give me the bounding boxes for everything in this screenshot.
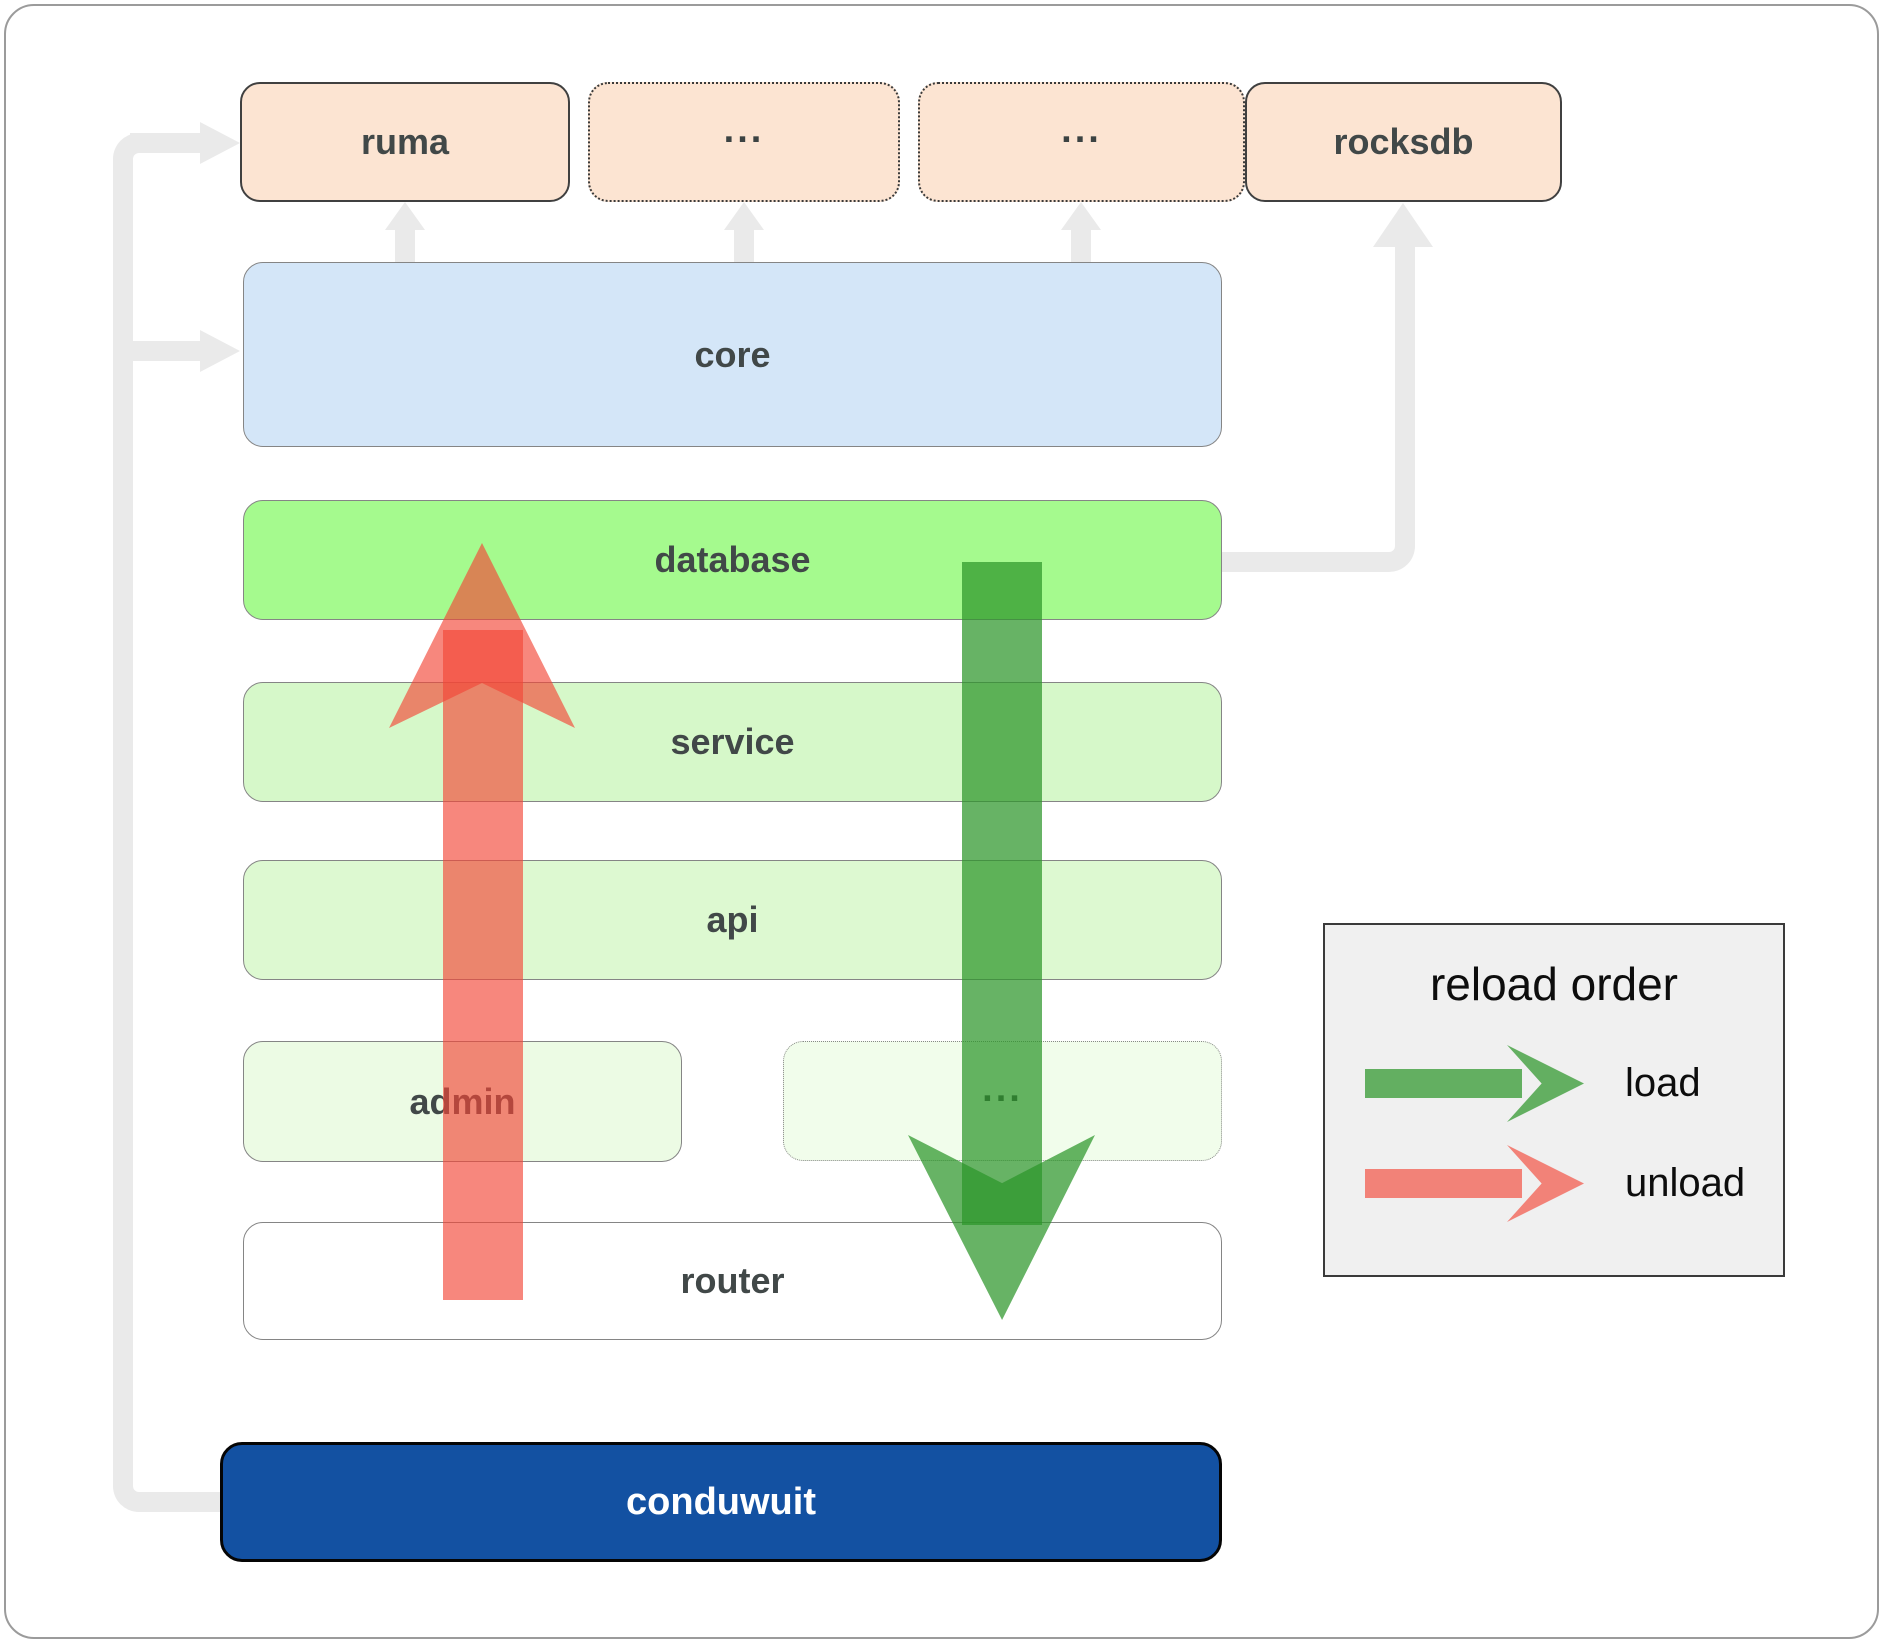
diagram-frame: [4, 4, 1879, 1639]
box-ellipsis-2: ...: [918, 82, 1245, 202]
connector-conduwuit-stub: [195, 1492, 220, 1512]
box-ellipsis-1: ...: [588, 82, 900, 202]
box-api: api: [243, 860, 1222, 980]
box-database: database: [243, 500, 1222, 620]
box-router: router: [243, 1222, 1222, 1340]
box-core: core: [243, 262, 1222, 447]
box-ellipsis-1-label: ...: [723, 108, 765, 151]
connector-branch-to-ruma: [130, 133, 202, 153]
connector-conduwuit-left-elbow: [113, 133, 203, 1512]
box-conduwuit-label: conduwuit: [626, 1480, 816, 1523]
connector-core-to-more2: [1071, 228, 1091, 264]
box-rocksdb-label: rocksdb: [1333, 121, 1474, 162]
box-core-label: core: [694, 333, 771, 375]
legend: reload order load unload: [1323, 923, 1785, 1277]
connector-core-to-ruma: [395, 228, 415, 264]
connector-branch-to-core: [130, 341, 202, 361]
box-rocksdb: rocksdb: [1245, 82, 1562, 202]
legend-load-label: load: [1625, 1061, 1701, 1105]
box-conduwuit: conduwuit: [220, 1442, 1222, 1562]
box-ellipsis-2-label: ...: [1061, 108, 1102, 151]
box-api-label: api: [706, 899, 759, 940]
legend-load-arrow-shaft: [1365, 1069, 1522, 1098]
box-router-label: router: [680, 1260, 785, 1301]
unload-arrow-shaft: [443, 630, 523, 1300]
box-database-label: database: [654, 539, 811, 580]
legend-title: reload order: [1429, 958, 1679, 1010]
legend-unload-arrow-shaft: [1365, 1169, 1522, 1198]
box-ruma: ruma: [240, 82, 570, 202]
box-service: service: [243, 682, 1222, 802]
connector-database-to-rocksdb: [1222, 245, 1415, 572]
legend-unload-label: unload: [1625, 1161, 1746, 1205]
connector-core-to-more1: [734, 228, 754, 264]
box-service-label: service: [670, 721, 795, 762]
box-ruma-label: ruma: [360, 121, 450, 162]
load-arrow-shaft: [962, 562, 1042, 1225]
